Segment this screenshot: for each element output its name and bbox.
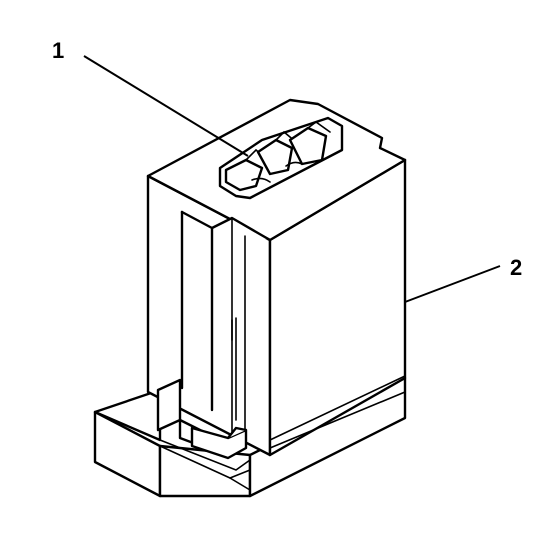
terminal-cavities [218, 116, 344, 200]
callout-1-label: 1 [52, 38, 64, 63]
callout-2: 2 [404, 255, 522, 303]
callout-1-leader [83, 55, 249, 157]
callout-2-leader [404, 265, 501, 303]
callout-2-label: 2 [510, 255, 522, 280]
callout-1: 1 [52, 38, 249, 157]
